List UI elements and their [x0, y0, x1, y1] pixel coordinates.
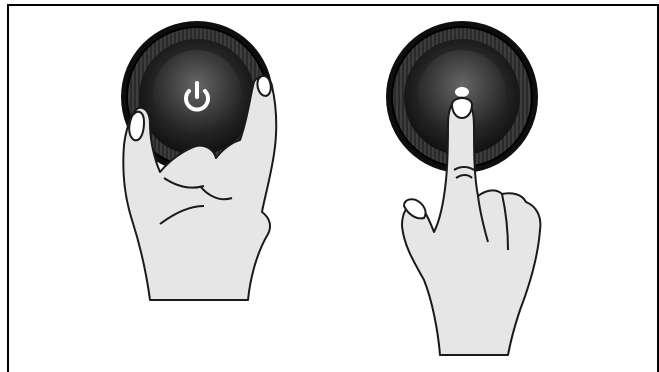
- push-indicator: [455, 87, 469, 97]
- right-panel: [386, 21, 540, 355]
- left-panel: [121, 21, 276, 300]
